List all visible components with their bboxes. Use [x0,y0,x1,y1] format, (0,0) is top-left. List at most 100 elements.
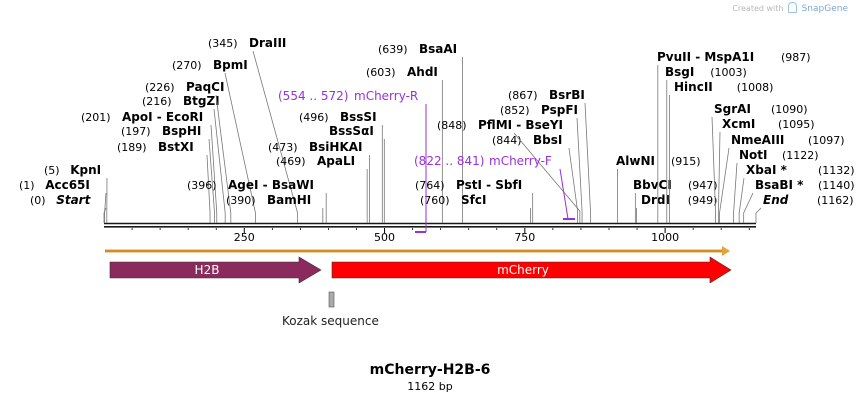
site-center-2-position: (852) [500,104,530,117]
site-left-7-name: PaqCI [186,80,224,94]
site-right-2-position: (1097) [808,134,845,147]
site-left-3-leader [206,154,211,223]
site-low-0-name: BamHI [267,193,311,207]
site-right-2-name: NmeAIII [731,133,784,147]
primer-r-name: mCherry-R [354,89,418,103]
map-length: 1162 bp [407,380,453,393]
site-right-top-1-name: BsgI [665,65,694,79]
site-left-5-leader [210,124,218,223]
site-right-3-name: NotI [739,148,768,162]
site-left-7-leader [215,94,232,223]
site-left-6-leader [213,108,226,223]
feature-h2b-label: H2B [195,263,220,277]
snapgene-logo-icon [788,2,798,13]
site-mid-5-name: BsaAI [419,42,457,56]
feature-mcherry-arrow [331,256,732,284]
site-left-0-leader [103,207,107,223]
site-right-5-position: (1140) [818,179,855,192]
site-right-4-leader [738,177,745,223]
site-right-3-leader [733,162,738,223]
site-right-1-position: (1095) [778,118,815,131]
feature-mcherry-label: mCherry [497,263,549,277]
site-left-2-position: (5) [44,164,60,177]
site-right-low-1-position: (947) [688,179,718,192]
site-mid-2-position: (496) [299,111,329,124]
site-left-6-position: (216) [142,95,172,108]
watermark-prefix: Created with [732,4,784,13]
feature-h2b-arrow [109,256,322,284]
site-left-3-position: (189) [117,141,147,154]
site-right-0-name: SgrAI [714,102,751,116]
watermark-brand-name: SnapGene [801,4,848,14]
site-left-5-position: (201) [81,111,111,124]
site-center-3-name: BsrBI [549,88,585,102]
site-center-2-leader [576,117,583,223]
site-left-0-position: (0) [30,194,46,207]
site-left-2-name: KpnI [70,163,101,177]
site-left-1-leader [104,192,107,223]
site-left-6-name: BtgZI [183,94,220,108]
site-mid-4-position: (603) [366,66,396,79]
site-center-low-0-name: SfcI [461,193,486,207]
ruler-tick-label-0: 250 [234,231,255,244]
site-right-top-2-name: HincII [674,80,713,94]
site-mid-3-name: BssSαI [329,124,374,138]
site-right-low-1-name: BbvCI [633,178,672,192]
site-right-5-name: BsaBI * [755,178,804,192]
site-mid-4-name: AhdI [407,65,438,79]
site-left-4-position: (197) [121,125,151,138]
site-right-6-position: (1162) [817,194,854,207]
site-center-1-leader [513,132,581,223]
site-mid-2-name: BssSI [340,110,377,124]
primer-r-range: (554 .. 572) [278,89,348,103]
site-right-4-position: (1132) [818,164,855,177]
site-right-1-leader [718,131,721,223]
site-left-7-position: (226) [145,81,175,94]
site-right-6-leader [755,207,762,223]
site-center-2-name: PspFI [541,103,578,117]
primer-f-range: (822 .. 841) [414,154,484,168]
ruler-tick-label-1: 500 [374,231,395,244]
site-low-1-name: AgeI - BsaWI [228,178,314,192]
site-center-3-position: (867) [508,89,538,102]
site-low-1-position: (396) [187,179,217,192]
site-left-8-name: BpmI [213,58,248,72]
site-center-1-position: (848) [437,119,467,132]
primer-f-leader [559,168,569,220]
snapgene-watermark: Created with SnapGene [732,2,848,14]
site-left-1-name: Acc65I [45,178,90,192]
site-left-9-leader [252,50,298,223]
site-center-low-1-position: (764) [415,179,445,192]
site-right-top-0-name: PvuII - MspA1I [657,50,754,64]
site-right-0-leader [711,116,717,223]
site-right-6-name: End [763,193,789,207]
site-right-low-2-position: (915) [671,155,701,168]
site-left-3-name: BstXI [158,140,194,154]
site-right-2-leader [719,147,730,223]
site-left-5-name: ApoI - EcoRI [122,110,203,124]
map-title: mCherry-H2B-6 [369,362,491,378]
site-center-low-0-position: (760) [420,194,450,207]
site-left-8-position: (270) [172,59,202,72]
site-center-low-1-name: PstI - SbfI [456,178,522,192]
primer-f-name: mCherry-F [489,154,552,168]
site-right-low-0-name: DrdI [641,193,670,207]
orf-bar-arrowhead [722,246,730,256]
site-mid-1-name: BsiHKAI [309,140,363,154]
site-left-4-name: BspHI [162,124,201,138]
site-mid-1-position: (473) [268,141,298,154]
site-left-9-position: (345) [208,37,238,50]
site-center-3-leader [584,102,591,223]
site-right-top-0-position: (987) [781,51,811,64]
site-right-0-position: (1090) [771,103,808,116]
ruler-tick-label-3: 1000 [651,231,679,244]
ruler-tick-label-2: 750 [514,231,535,244]
site-center-0-position: (844) [492,134,522,147]
site-center-0-leader [568,147,578,223]
site-left-4-leader [208,138,215,223]
site-right-top-2-position: (1008) [737,81,774,94]
kozak-feature-box [328,291,335,308]
site-left-8-leader [224,72,256,223]
site-left-1-position: (1) [19,179,35,192]
